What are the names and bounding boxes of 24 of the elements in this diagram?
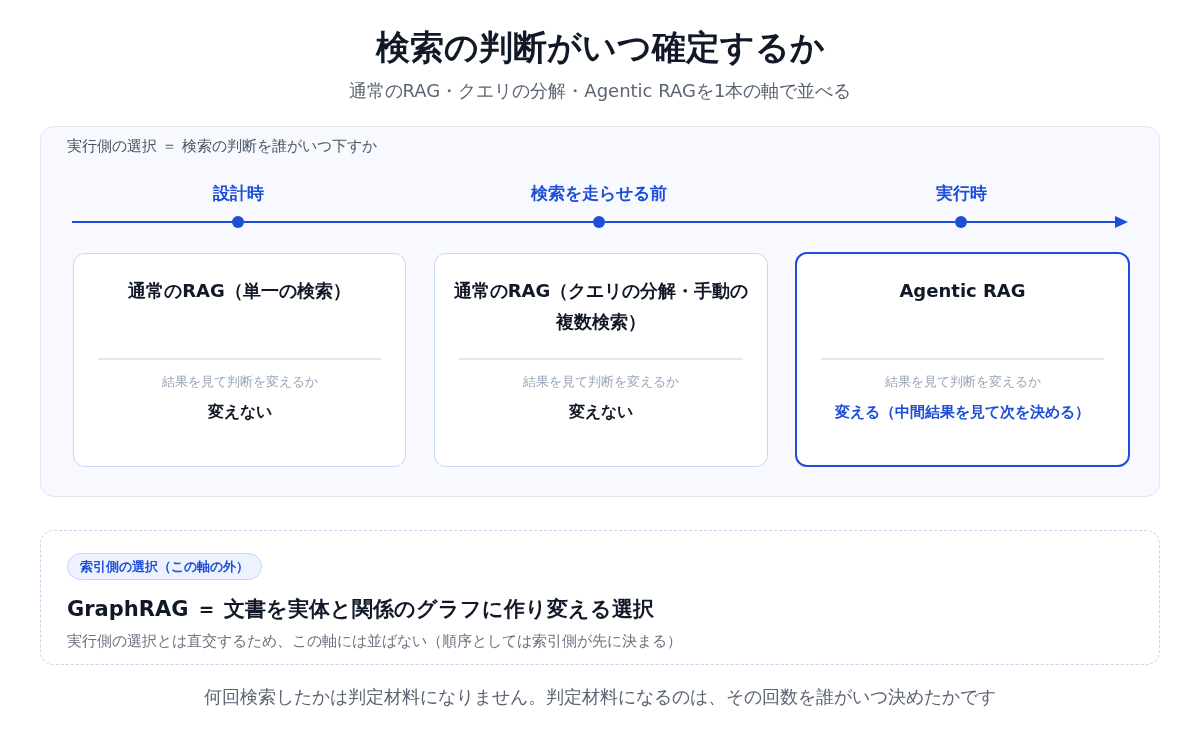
question-text: 結果を見て判断を変えるか [523,373,679,391]
card-title: Agentic RAG [899,279,1026,303]
axis-label: 検索を走らせる前 [531,182,667,205]
answer-text: 変えない [569,401,633,423]
card-title: 通常のRAG（クエリの分解・手動の複数検索） [452,279,750,334]
panel-heading: 実行側の選択 ＝ 検索の判断を誰がいつ下すか [67,136,377,156]
note-panel [40,530,1160,665]
diagram-title: 検索の判断がいつ確定するか [375,26,825,69]
note-text: 実行側の選択とは直交するため、この軸には並ばない（順序としては索引側が先に決まる） [67,631,682,652]
note-heading: GraphRAG ＝ 文書を実体と関係のグラフに作り変える選択 [67,596,655,623]
question-text: 結果を見て判断を変えるか [161,373,318,391]
subtitle: 通常のRAG・クエリの分解・Agentic RAGを1本の軸で並べる [348,79,852,103]
caption: 何回検索したかは判定材料になりません。判定材料になるのは、その回数を誰がいつ決めたかです [204,685,996,709]
category-tag: 索引側の選択（この軸の外） [67,553,262,580]
question-text: 結果を見て判断を変えるか [884,373,1041,391]
axis-label: 実行時 [935,182,987,205]
card [795,252,1130,467]
card [73,253,406,467]
answer-text: 変える（中間結果を見て次を決める） [835,402,1090,423]
answer-text: 変えない [207,401,272,423]
panel [40,126,1160,497]
card [434,253,768,467]
axis-label: 設計時 [212,182,264,205]
card-title: 通常のRAG（単一の検索） [128,279,351,303]
